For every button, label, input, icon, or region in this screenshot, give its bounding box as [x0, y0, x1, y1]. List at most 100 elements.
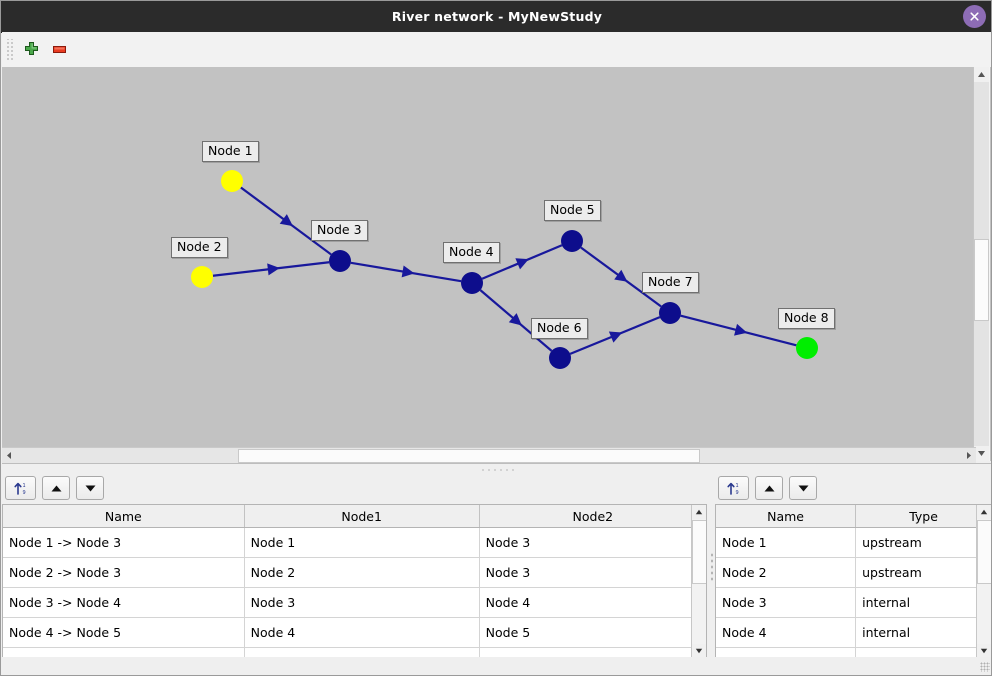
move-up-icon[interactable] — [755, 476, 783, 500]
graph-node-node-6[interactable] — [549, 347, 571, 369]
reaches-table-cell[interactable]: Node 2 — [244, 557, 480, 588]
horizontal-splitter[interactable] — [2, 463, 991, 475]
node-label-node-6[interactable]: Node 6 — [531, 318, 588, 339]
nodes-table-cell[interactable]: internal — [855, 587, 991, 618]
nodes-table-cell[interactable]: Node 4 — [716, 617, 857, 648]
reaches-table-cell[interactable] — [479, 647, 706, 658]
reaches-column-header[interactable]: Node2 — [479, 505, 706, 528]
nodes-column-header[interactable]: Name — [716, 505, 857, 528]
network-graph[interactable] — [2, 67, 992, 461]
reaches-table-cell[interactable]: Node 1 -> Node 3 — [3, 527, 245, 558]
graph-node-node-3[interactable] — [329, 250, 351, 272]
move-down-icon[interactable] — [789, 476, 817, 500]
sort-ascending-icon[interactable]: 1 9 — [718, 476, 749, 500]
graph-node-node-7[interactable] — [659, 302, 681, 324]
network-canvas[interactable]: Node 1 Node 2 Node 3 Node 4 Node 5 Node 6 Node… — [2, 67, 992, 461]
reaches-table-cell[interactable]: Node 3 — [479, 557, 706, 588]
graph-node-node-5[interactable] — [561, 230, 583, 252]
scroll-up-icon[interactable] — [692, 505, 706, 519]
reaches-table-cell[interactable]: Node 3 — [244, 587, 480, 618]
nodes-vscroll-thumb[interactable] — [977, 520, 991, 584]
reaches-table-row[interactable] — [3, 647, 706, 658]
main-toolbar — [2, 32, 991, 68]
graph-node-node-4[interactable] — [461, 272, 483, 294]
node-label-node-1[interactable]: Node 1 — [202, 141, 259, 162]
reaches-column-header[interactable]: Name — [3, 505, 245, 528]
vertical-splitter[interactable] — [707, 474, 715, 659]
reaches-table-cell[interactable]: Node 5 — [479, 617, 706, 648]
move-up-icon[interactable] — [42, 476, 70, 500]
add-plus-icon[interactable] — [17, 36, 45, 64]
graph-node-node-8[interactable] — [796, 337, 818, 359]
nodes-table-cell[interactable]: upstream — [855, 527, 991, 558]
edge-arrow-icon — [614, 269, 628, 282]
edge-arrow-icon — [267, 263, 280, 276]
graph-node-node-1[interactable] — [221, 170, 243, 192]
nodes-table-row[interactable] — [716, 647, 991, 658]
reaches-vscroll-thumb[interactable] — [692, 520, 706, 584]
move-down-icon[interactable] — [76, 476, 104, 500]
reaches-table-cell[interactable]: Node 3 -> Node 4 — [3, 587, 245, 618]
reaches-table-cell[interactable]: Node 3 — [479, 527, 706, 558]
node-label-node-5[interactable]: Node 5 — [544, 200, 601, 221]
nodes-table-cell[interactable] — [855, 647, 991, 658]
scroll-right-icon[interactable] — [962, 448, 976, 462]
remove-minus-icon[interactable] — [45, 36, 73, 64]
reaches-table-cell[interactable]: Node 4 — [479, 587, 706, 618]
edge-arrow-icon — [515, 258, 529, 270]
node-label-node-2[interactable]: Node 2 — [171, 237, 228, 258]
reaches-table-cell[interactable]: Node 1 — [244, 527, 480, 558]
close-icon[interactable] — [963, 5, 986, 28]
window-title: River network - MyNewStudy — [391, 9, 603, 24]
reaches-table-cell[interactable] — [244, 647, 480, 658]
node-label-node-4[interactable]: Node 4 — [443, 242, 500, 263]
nodes-table-cell[interactable]: upstream — [855, 557, 991, 588]
canvas-horizontal-scrollbar[interactable] — [2, 447, 976, 463]
node-label-node-8[interactable]: Node 8 — [778, 308, 835, 329]
scroll-up-icon[interactable] — [977, 505, 991, 519]
sort-ascending-icon[interactable]: 1 9 — [5, 476, 36, 500]
node-label-node-3[interactable]: Node 3 — [311, 220, 368, 241]
reaches-vertical-scrollbar[interactable] — [691, 505, 706, 658]
status-footer — [2, 657, 991, 674]
canvas-vscroll-thumb[interactable] — [974, 239, 989, 321]
nodes-table-cell[interactable]: Node 2 — [716, 557, 857, 588]
scroll-left-icon[interactable] — [2, 448, 16, 462]
graph-node-node-2[interactable] — [191, 266, 213, 288]
reaches-table-cell[interactable]: Node 4 — [244, 617, 480, 648]
canvas-hscroll-thumb[interactable] — [238, 449, 700, 463]
scroll-up-icon[interactable] — [974, 67, 989, 82]
scroll-down-icon[interactable] — [692, 644, 706, 658]
scroll-down-icon[interactable] — [977, 644, 991, 658]
scroll-down-icon[interactable] — [974, 446, 989, 461]
nodes-table-cell[interactable]: internal — [855, 617, 991, 648]
reaches-table-cell[interactable]: Node 2 -> Node 3 — [3, 557, 245, 588]
nodes-vertical-scrollbar[interactable] — [976, 505, 991, 658]
reaches-table-cell[interactable] — [3, 647, 245, 658]
window-resize-grip[interactable] — [980, 662, 990, 672]
nodes-column-header[interactable]: Type — [855, 505, 991, 528]
node-label-node-7[interactable]: Node 7 — [642, 272, 699, 293]
nodes-table-cell[interactable]: Node 1 — [716, 527, 857, 558]
canvas-vertical-scrollbar[interactable] — [973, 67, 990, 461]
reaches-column-header[interactable]: Node1 — [244, 505, 480, 528]
nodes-table-cell[interactable]: Node 3 — [716, 587, 857, 618]
nodes-table-cell[interactable] — [716, 647, 857, 658]
svg-text:9: 9 — [23, 490, 26, 496]
svg-text:1: 1 — [736, 483, 739, 489]
reaches-table-cell[interactable]: Node 4 -> Node 5 — [3, 617, 245, 648]
toolbar-drag-handle[interactable] — [5, 38, 14, 61]
